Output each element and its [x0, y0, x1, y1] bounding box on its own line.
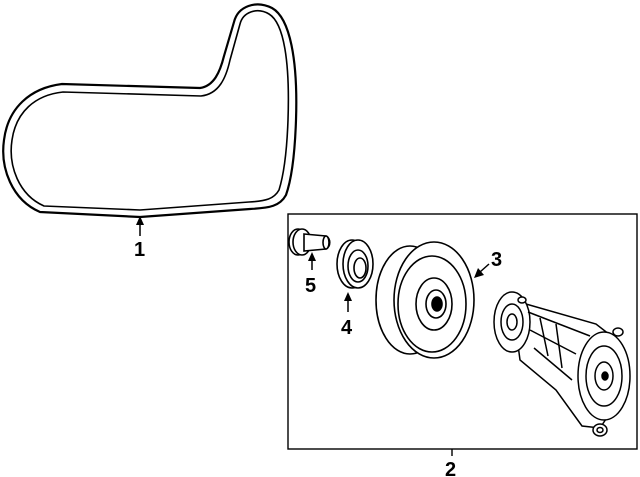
callout-1-label: 1: [134, 239, 145, 261]
callout-3-label: 3: [491, 249, 502, 271]
belt-outer-edge: [2, 3, 298, 219]
callout-5-leader: [308, 252, 316, 270]
idler-pulley-part: [375, 241, 475, 359]
pulley-bolt-part: [288, 228, 331, 256]
assembly-frame: [287, 213, 638, 450]
callout-3-leader: [474, 263, 490, 278]
dust-shield-part: [336, 239, 374, 289]
callout-5-label: 5: [305, 275, 316, 297]
callout-2-label: 2: [445, 459, 456, 477]
callout-4-label: 4: [341, 317, 353, 339]
belt-part: [2, 3, 298, 219]
tensioner-bracket-part: [493, 291, 631, 437]
callout-1-leader: [136, 216, 144, 236]
callout-4-leader: [344, 292, 352, 312]
belt-inner-edge: [10, 10, 290, 211]
